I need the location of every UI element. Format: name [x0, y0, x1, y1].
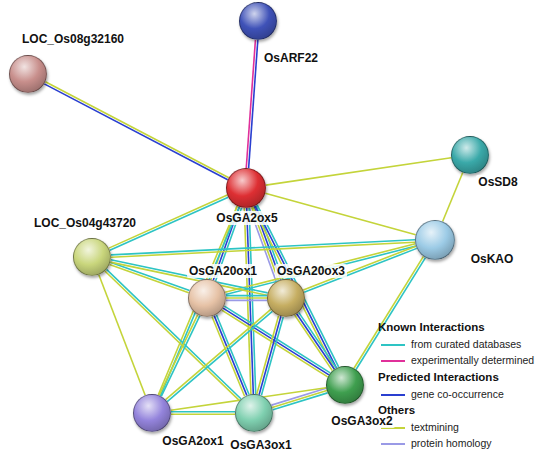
evidence-line [44, 84, 227, 180]
protein-node: OsGA2ox1 [133, 394, 171, 432]
protein-label: OsGA20ox3 [275, 264, 347, 278]
evidence-line [167, 311, 272, 401]
protein-label: LOC_Os04g43720 [32, 216, 138, 230]
evidence-line [45, 82, 228, 178]
evidence-line [214, 316, 247, 396]
evidence-line [295, 315, 333, 371]
interaction-edge [246, 40, 258, 168]
evidence-line [246, 40, 255, 168]
protein-node: OsGA3ox2 [326, 366, 364, 404]
evidence-line [265, 193, 415, 234]
interaction-edge [44, 82, 229, 180]
legend-text: from curated databases [411, 338, 521, 351]
interaction-edge [99, 275, 145, 396]
interaction-edge [295, 312, 337, 370]
interaction-edge [443, 173, 463, 222]
interaction-edge [257, 316, 283, 396]
interaction-edge [253, 205, 339, 369]
evidence-line [158, 206, 237, 395]
protein-node: OsSD8 [451, 136, 489, 174]
evidence-line [99, 275, 145, 396]
legend-heading: Known Interactions [378, 321, 485, 334]
evidence-line [159, 315, 198, 396]
protein-label: OsGA2ox1 [160, 434, 225, 448]
evidence-line [272, 391, 327, 408]
protein-node: OsGA2ox5 [226, 168, 266, 208]
protein-label: OsARF22 [262, 51, 320, 65]
legend-text: textmining [411, 421, 459, 434]
evidence-line [166, 309, 271, 399]
evidence-line [111, 260, 268, 293]
legend-line-sample [381, 443, 405, 445]
evidence-line [249, 40, 258, 168]
evidence-line [111, 240, 415, 255]
evidence-line [226, 297, 267, 299]
interaction-edge [159, 315, 200, 397]
evidence-line [171, 411, 235, 413]
interaction-edge [166, 309, 273, 401]
protein-label: OsSD8 [476, 175, 519, 189]
evidence-line [443, 173, 463, 222]
protein-node: OsGA3ox1 [235, 394, 273, 432]
evidence-line [171, 413, 235, 415]
protein-label: OsKAO [469, 252, 516, 266]
legend-heading: Others [378, 404, 415, 417]
evidence-line [161, 316, 200, 397]
evidence-line [273, 393, 328, 410]
evidence-line [259, 316, 281, 394]
legend-line-sample [381, 394, 405, 396]
evidence-line [255, 206, 336, 368]
evidence-line [266, 158, 451, 185]
legend-text: experimentally determined [411, 354, 534, 367]
protein-label: OsGA2ox5 [214, 211, 279, 225]
protein-node: OsGA20ox1 [188, 279, 226, 317]
protein-node: LOC_Os04g43720 [73, 238, 111, 276]
protein-label: OsGA3ox2 [329, 414, 394, 428]
legend-text: gene co-occurrence [411, 388, 504, 401]
evidence-line [299, 312, 337, 368]
evidence-line [257, 316, 279, 394]
evidence-line [253, 207, 334, 369]
protein-label: LOC_Os08g32160 [20, 32, 126, 46]
protein-label: OsGA20ox1 [187, 264, 259, 278]
interaction-edge [354, 256, 425, 369]
legend-line-sample [381, 344, 405, 346]
evidence-line [226, 295, 267, 297]
protein-node: OsGA20ox3 [267, 279, 305, 317]
evidence-line [109, 265, 188, 293]
protein-node: OsKAO [415, 220, 455, 260]
evidence-line [356, 258, 425, 370]
evidence-line [261, 317, 283, 395]
legend-line-sample [381, 360, 405, 362]
protein-node: OsARF22 [239, 2, 277, 40]
legend-heading: Predicted Interactions [378, 371, 499, 384]
interaction-edge [226, 296, 267, 301]
interaction-edge [171, 412, 235, 414]
evidence-line [271, 388, 326, 405]
protein-node: LOC_Os08g32160 [9, 55, 47, 93]
evidence-line [257, 205, 338, 367]
evidence-line [226, 300, 267, 302]
legend-text: protein homology [411, 437, 492, 450]
interaction-edge [265, 193, 415, 234]
protein-label: OsGA3ox1 [228, 438, 293, 452]
evidence-line [354, 256, 423, 368]
interaction-edge [266, 158, 451, 185]
evidence-line [297, 314, 335, 370]
interaction-edge [105, 269, 241, 400]
